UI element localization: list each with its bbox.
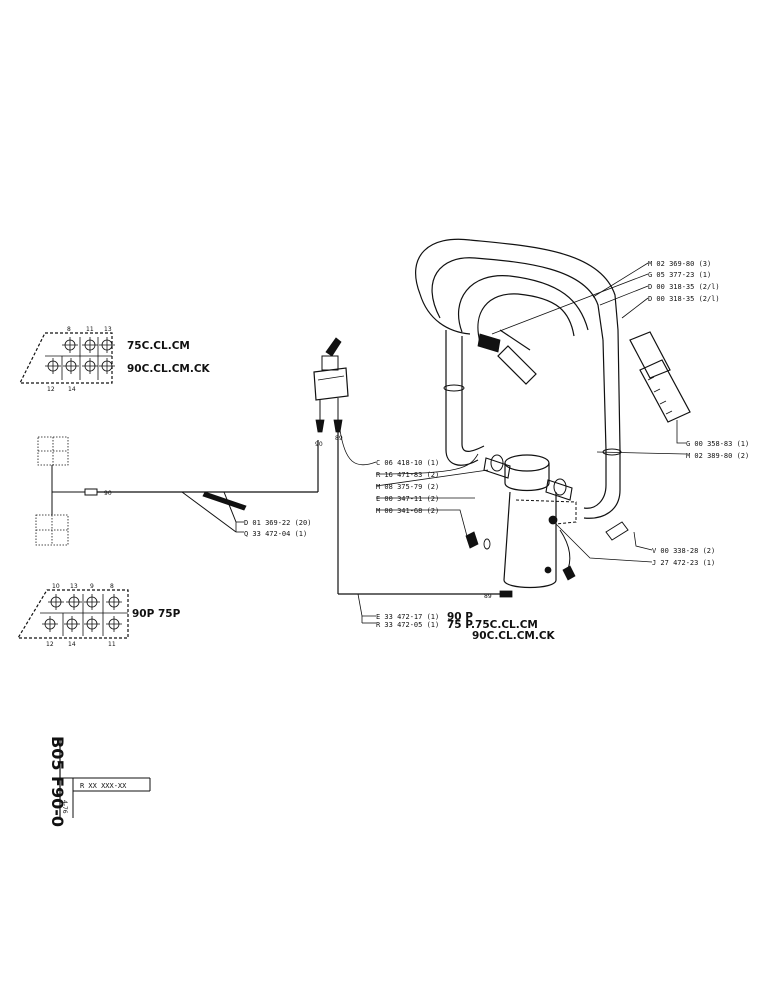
canister (503, 491, 557, 589)
wire-mark: 89 (335, 435, 343, 442)
model-variant-label: 75 P.75C.CL.CM (447, 619, 538, 631)
connector-pin-grid (45, 337, 115, 380)
model-variant-label: 75C.CL.CM (127, 340, 190, 352)
pin-label: 12 (47, 386, 55, 393)
pin-label: 14 (68, 641, 76, 648)
valve-cap (504, 454, 550, 472)
part-number: E 33 472-17 (1) (376, 613, 439, 621)
wire-terminal (499, 590, 513, 598)
wiring-harness (35, 436, 319, 546)
part-number: R 16 471-83 (2) (376, 471, 439, 479)
pin-label: 13 (70, 583, 78, 590)
pin-label: 13 (104, 326, 112, 333)
pin-label: 8 (110, 583, 114, 590)
title-block: B05 F90-0 4-76 R XX XXX-XX (48, 736, 151, 827)
part-number: R 33 472-05 (1) (376, 621, 439, 629)
part-number: G 05 377-23 (1) (648, 271, 711, 279)
part-number: D 01 369-22 (20) (244, 519, 311, 527)
part-number: Q 33 472-04 (1) (244, 530, 307, 538)
pin-label: 9 (90, 583, 94, 590)
pin-label: 11 (86, 326, 94, 333)
pin-label: 12 (46, 641, 54, 648)
part-number: D 00 318-35 (2/l) (648, 283, 720, 291)
part-number: J 27 472-23 (1) (652, 559, 715, 567)
callouts-harness: D 01 369-22 (20) Q 33 472-04 (1) (244, 519, 311, 538)
part-number: M 02 389-80 (2) (686, 452, 749, 460)
callouts-cable: E 33 472-17 (1) 90 P R 33 472-05 (1) 75 … (376, 611, 556, 642)
washer (483, 538, 491, 550)
wire-mark: 90 (104, 490, 112, 497)
part-number: M 00 341-68 (2) (376, 507, 439, 515)
connector-diagram-top: 8 11 13 12 14 75C.CL.CM 90C.CL.CM.CK (19, 326, 211, 393)
handlebar-assembly (415, 238, 691, 589)
sheet-code: B05 F90-0 (48, 736, 67, 827)
model-variant-label: 90 P (447, 611, 473, 623)
bolt (605, 521, 629, 541)
switch-lever (325, 337, 342, 357)
part-number: G 00 358-83 (1) (686, 440, 749, 448)
callouts-right: M 02 369-80 (3) G 05 377-23 (1) D 00 318… (648, 260, 749, 460)
leader-lines (235, 262, 687, 624)
part-number: M 02 369-80 (3) (648, 260, 711, 268)
pin-label: 14 (68, 386, 76, 393)
model-variant-label: 90P 75P (132, 608, 181, 620)
part-number: C 06 418-10 (1) (376, 459, 439, 467)
part-number: M 08 375-79 (2) (376, 483, 439, 491)
plug-cluster-upper (37, 436, 69, 466)
harness-sleeve (202, 491, 247, 511)
connector-pin-grid (40, 594, 128, 636)
nut (465, 531, 479, 549)
connector-diagram-bottom: 10 13 9 8 12 14 11 90P 75P (16, 583, 181, 648)
part-number: E 00 347-11 (2) (376, 495, 439, 503)
wire-mark: 90 (315, 441, 323, 448)
issue-date: 4-76 (61, 800, 68, 814)
plug-cluster-lower (35, 514, 69, 546)
pin-label: 8 (67, 326, 71, 333)
pin-label: 10 (52, 583, 60, 590)
pin-label: 11 (108, 641, 116, 648)
toggle-switch (313, 337, 513, 598)
part-number: V 00 338-28 (2) (652, 547, 715, 555)
reference-code: R XX XXX-XX (80, 782, 127, 790)
part-number: D 00 318-35 (2/l) (648, 295, 720, 303)
grip-right (639, 359, 691, 423)
grip-left (497, 345, 537, 385)
callouts-center: C 06 418-10 (1) R 16 471-83 (2) M 08 375… (376, 459, 439, 515)
model-variant-label: 90C.CL.CM.CK (472, 630, 556, 642)
model-variant-label: 90C.CL.CM.CK (127, 363, 211, 375)
callouts-lower-right: V 00 338-28 (2) J 27 472-23 (1) (652, 547, 715, 567)
wire-mark: 89 (484, 593, 492, 600)
wire-terminal (84, 488, 98, 496)
